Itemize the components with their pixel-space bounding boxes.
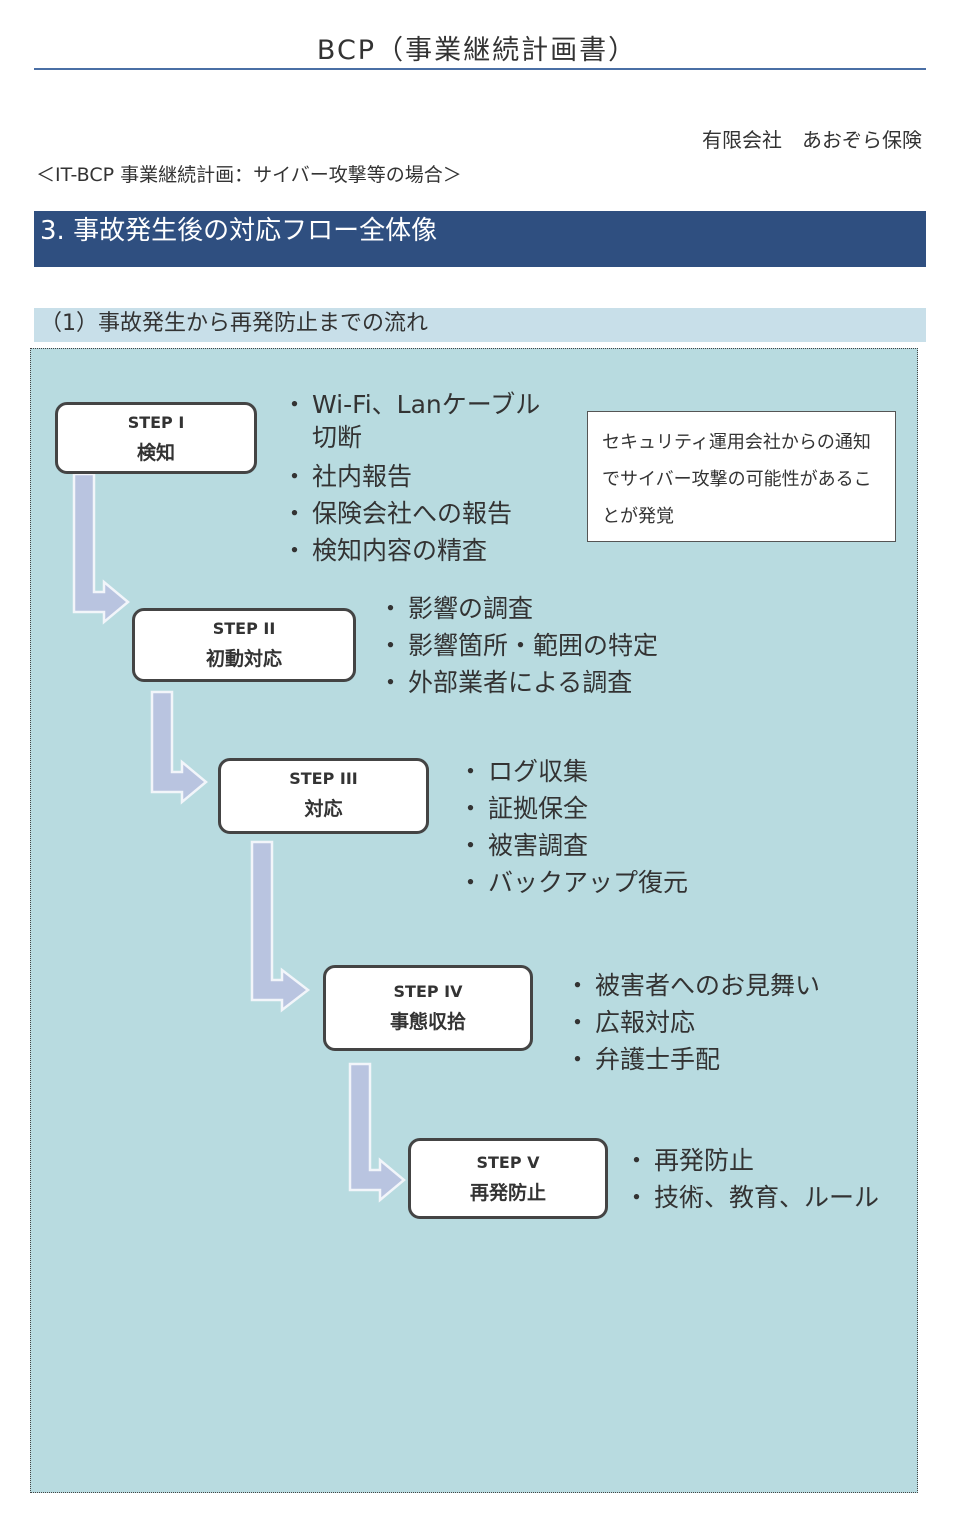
step-3-box: STEP III 対応 (218, 758, 429, 834)
bullet-item: 被害者へのお見舞い (565, 967, 820, 1004)
bullet-item: 技術、教育、ルール (624, 1179, 879, 1216)
section-heading: 3. 事故発生後の対応フロー全体像 (34, 211, 926, 267)
document-title: BCP（事業継続計画書） (316, 35, 638, 66)
bullet-item: 外部業者による調査 (378, 664, 658, 701)
title-divider (34, 68, 926, 70)
step-3-bullets: ログ収集 証拠保全 被害調査 バックアップ復元 (458, 753, 688, 901)
company-name: 有限会社 あおぞら保険 (702, 128, 922, 152)
step-4-bullets: 被害者へのお見舞い 広報対応 弁護士手配 (565, 967, 820, 1078)
step-4-label: STEP IV (393, 982, 463, 1001)
step-1-bullets: Wi-Fi、Lanケーブル 切断 社内報告 保険会社への報告 検知内容の精査 (282, 388, 540, 569)
bullet-item: 社内報告 (282, 458, 540, 495)
bullet-item: 広報対応 (565, 1004, 820, 1041)
step-2-bullets: 影響の調査 影響箇所・範囲の特定 外部業者による調査 (378, 590, 658, 701)
step-1-label: STEP I (127, 413, 185, 432)
document-subtitle: ＜IT-BCP 事業継続計画：サイバー攻撃等の場合＞ (36, 164, 462, 186)
bullet-item: Wi-Fi、Lanケーブル 切断 (282, 388, 540, 454)
step-4-box: STEP IV 事態収拾 (323, 965, 533, 1051)
step-5-name: 再発防止 (469, 1182, 546, 1204)
bullet-item: ログ収集 (458, 753, 688, 790)
bullet-item: 弁護士手配 (565, 1041, 820, 1078)
bullet-item: 被害調査 (458, 827, 688, 864)
step-5-box: STEP V 再発防止 (408, 1138, 608, 1219)
bullet-item: 検知内容の精査 (282, 532, 540, 569)
step-4-name: 事態収拾 (389, 1011, 466, 1033)
step-1-box: STEP I 検知 (55, 402, 257, 474)
bullet-item: 証拠保全 (458, 790, 688, 827)
bullet-item: 保険会社への報告 (282, 495, 540, 532)
step-2-name: 初動対応 (205, 648, 282, 670)
step-5-bullets: 再発防止 技術、教育、ルール (624, 1142, 879, 1216)
step-5-label: STEP V (476, 1153, 540, 1172)
step-3-name: 対応 (304, 798, 343, 820)
step-3-label: STEP III (289, 769, 358, 788)
bullet-item: 再発防止 (624, 1142, 879, 1179)
bullet-item: 影響の調査 (378, 590, 658, 627)
step-2-label: STEP II (212, 619, 276, 638)
detection-note: セキュリティ運用会社からの通知でサイバー攻撃の可能性があることが発覚 (587, 411, 896, 542)
step-1-name: 検知 (136, 442, 175, 464)
bullet-item: 影響箇所・範囲の特定 (378, 627, 658, 664)
step-2-box: STEP II 初動対応 (132, 608, 356, 682)
bullet-item: バックアップ復元 (458, 864, 688, 901)
subsection-heading: （1）事故発生から再発防止までの流れ (34, 308, 926, 342)
